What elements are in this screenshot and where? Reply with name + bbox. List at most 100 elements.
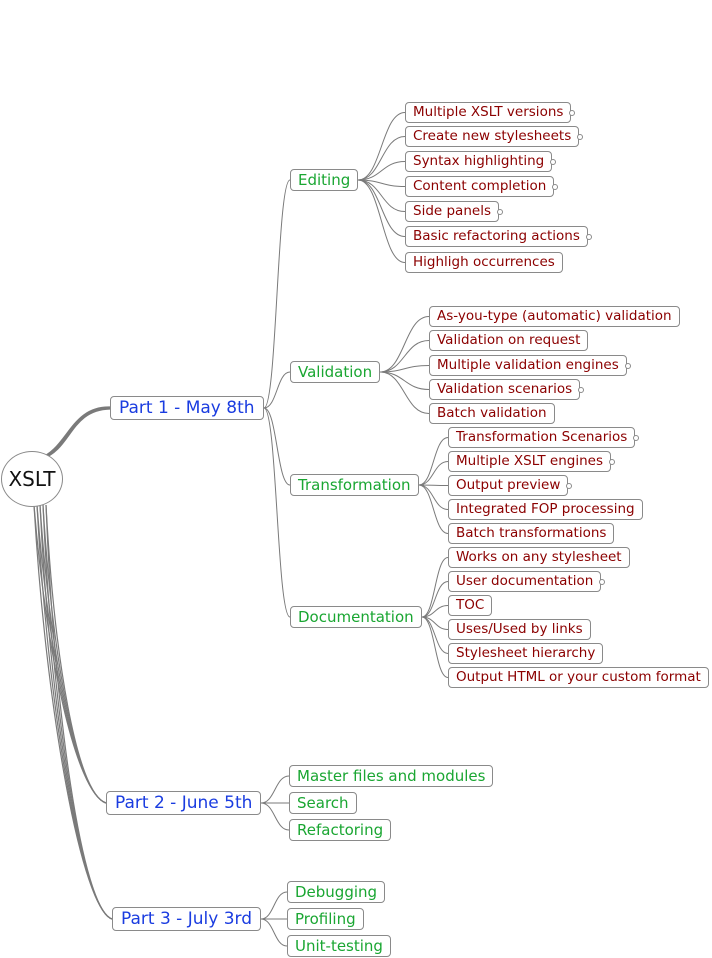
feature-link	[357, 161, 406, 181]
feature-node[interactable]: TOC	[448, 595, 493, 616]
collapse-toggle-icon[interactable]	[577, 133, 583, 140]
feature-node[interactable]: User documentation	[448, 571, 602, 592]
topic-link	[260, 775, 290, 804]
feature-node-label: Create new stylesheets	[413, 128, 572, 144]
feature-link	[357, 136, 406, 181]
feature-node[interactable]: As-you-type (automatic) validation	[429, 306, 680, 327]
feature-node[interactable]: Multiple validation engines	[429, 355, 627, 376]
feature-node-label: Syntax highlighting	[413, 153, 545, 169]
collapse-toggle-icon[interactable]	[569, 109, 575, 116]
part-node[interactable]: Part 3 - July 3rd	[112, 907, 261, 931]
part-node-label: Part 3 - July 3rd	[121, 909, 252, 929]
root-link	[45, 504, 113, 920]
topic-node[interactable]: Debugging	[287, 881, 386, 903]
collapse-toggle-icon[interactable]	[633, 434, 639, 441]
feature-node-label: Uses/Used by links	[456, 621, 583, 637]
collapse-toggle-icon[interactable]	[599, 578, 605, 585]
collapse-toggle-icon[interactable]	[625, 362, 631, 369]
feature-node[interactable]: Batch validation	[429, 403, 555, 424]
part-node[interactable]: Part 2 - June 5th	[106, 791, 262, 815]
topic-node[interactable]: Search	[289, 792, 357, 814]
topic-node-label: Validation	[298, 363, 373, 381]
feature-node-label: Multiple XSLT engines	[456, 453, 604, 469]
feature-node-label: Side panels	[413, 203, 491, 219]
topic-node-label: Profiling	[295, 910, 356, 928]
topic-link	[260, 802, 290, 831]
feature-node-label: Basic refactoring actions	[413, 228, 580, 244]
feature-node[interactable]: Batch transformations	[448, 523, 615, 544]
part-node[interactable]: Part 1 - May 8th	[110, 396, 264, 420]
topic-node-label: Refactoring	[297, 821, 384, 839]
feature-link	[379, 371, 430, 414]
feature-node[interactable]: Highligh occurrences	[405, 252, 563, 273]
feature-link	[421, 616, 449, 678]
root-link	[42, 504, 113, 920]
feature-node[interactable]: Basic refactoring actions	[405, 226, 588, 247]
feature-node-label: Output preview	[456, 477, 561, 493]
collapse-toggle-icon[interactable]	[578, 386, 584, 393]
root-node[interactable]: XSLT	[1, 451, 63, 507]
feature-node[interactable]: Uses/Used by links	[448, 619, 591, 640]
feature-link	[379, 340, 430, 373]
topic-node[interactable]: Editing	[290, 169, 359, 191]
topic-node[interactable]: Validation	[290, 361, 381, 383]
collapse-toggle-icon[interactable]	[586, 233, 592, 240]
feature-node[interactable]: Content completion	[405, 176, 555, 197]
root-link	[41, 408, 111, 460]
feature-node-label: Highligh occurrences	[413, 254, 555, 270]
feature-link	[421, 605, 449, 618]
feature-node-label: As-you-type (automatic) validation	[437, 308, 672, 324]
feature-node-label: Batch validation	[437, 405, 547, 421]
feature-link	[379, 371, 430, 390]
collapse-toggle-icon[interactable]	[550, 158, 556, 165]
feature-link	[357, 112, 406, 181]
feature-node-label: User documentation	[456, 573, 594, 589]
feature-node[interactable]: Output HTML or your custom format	[448, 667, 709, 688]
topic-node-label: Documentation	[298, 608, 414, 626]
root-link	[36, 504, 113, 920]
feature-node[interactable]: Create new stylesheets	[405, 126, 580, 147]
feature-node[interactable]: Multiple XSLT versions	[405, 102, 572, 123]
feature-link	[418, 484, 449, 510]
collapse-toggle-icon[interactable]	[566, 482, 572, 489]
root-link	[39, 504, 107, 804]
topic-node-label: Debugging	[295, 883, 378, 901]
feature-node-label: Transformation Scenarios	[456, 429, 628, 445]
feature-node[interactable]: Validation on request	[429, 330, 589, 351]
feature-node[interactable]: Transformation Scenarios	[448, 427, 636, 448]
topic-node-label: Search	[297, 794, 349, 812]
topic-node[interactable]: Documentation	[290, 606, 422, 628]
feature-link	[421, 581, 449, 618]
root-link	[36, 504, 107, 804]
feature-node[interactable]: Integrated FOP processing	[448, 499, 643, 520]
feature-link	[418, 437, 449, 486]
topic-node[interactable]: Master files and modules	[289, 765, 494, 787]
collapse-toggle-icon[interactable]	[609, 458, 615, 465]
feature-link	[418, 461, 449, 486]
topic-node[interactable]: Profiling	[287, 908, 364, 930]
topic-link	[263, 371, 291, 409]
topic-node-label: Master files and modules	[297, 767, 486, 785]
topic-node[interactable]: Unit-testing	[287, 935, 391, 957]
feature-node[interactable]: Side panels	[405, 201, 499, 222]
feature-node[interactable]: Output preview	[448, 475, 569, 496]
feature-node[interactable]: Works on any stylesheet	[448, 547, 630, 568]
topic-link	[263, 407, 291, 618]
feature-link	[379, 316, 430, 373]
feature-node[interactable]: Validation scenarios	[429, 379, 581, 400]
feature-link	[418, 484, 449, 534]
feature-link	[421, 557, 449, 618]
feature-node-label: Validation on request	[437, 332, 581, 348]
collapse-toggle-icon[interactable]	[497, 208, 503, 215]
topic-node[interactable]: Transformation	[290, 474, 419, 496]
feature-node[interactable]: Multiple XSLT engines	[448, 451, 612, 472]
feature-node-label: Stylesheet hierarchy	[456, 645, 596, 661]
feature-node-label: Multiple XSLT versions	[413, 104, 564, 120]
topic-link	[260, 891, 288, 920]
collapse-toggle-icon[interactable]	[552, 183, 558, 190]
feature-node[interactable]: Syntax highlighting	[405, 151, 553, 172]
topic-node[interactable]: Refactoring	[289, 819, 392, 841]
feature-node[interactable]: Stylesheet hierarchy	[448, 643, 604, 664]
feature-link	[379, 365, 430, 373]
